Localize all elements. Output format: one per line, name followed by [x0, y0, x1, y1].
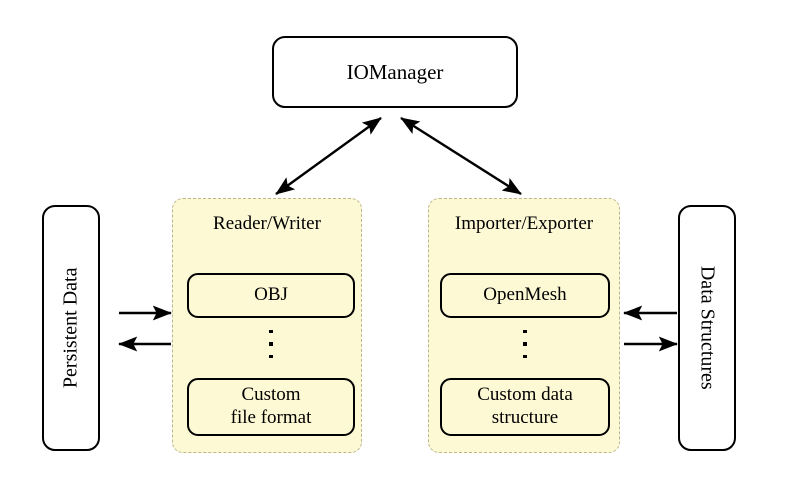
node-data-structures[interactable]: Data Structures [678, 205, 736, 451]
arrow-manager-importer-exporter [400, 116, 522, 196]
plugin-custom-file-format-line1: Custom [241, 384, 301, 406]
plugin-openmesh-label: OpenMesh [483, 284, 567, 306]
plugin-openmesh[interactable]: OpenMesh [440, 273, 610, 318]
node-persistent-data[interactable]: Persistent Data [42, 205, 100, 451]
ellipsis-dot [523, 342, 527, 346]
ellipsis-dot [269, 354, 273, 359]
ellipsis-dot [269, 342, 273, 346]
node-iomanager[interactable]: IOManager [272, 36, 518, 108]
group-importer-exporter-title: Importer/Exporter [454, 213, 594, 234]
arrow-manager-reader-writer [275, 117, 382, 195]
ellipsis-dot [269, 330, 273, 334]
plugin-custom-file-format-label: Custom file format [231, 384, 312, 430]
iomanager-label: IOManager [346, 59, 444, 84]
data-structures-label: Data Structures [696, 266, 719, 390]
plugin-custom-data-structure-line1: Custom data [477, 384, 573, 406]
ellipsis-importer-exporter [515, 330, 535, 359]
persistent-data-label: Persistent Data [59, 267, 82, 389]
plugin-custom-file-format-line2: file format [230, 407, 312, 428]
ellipsis-dot [523, 330, 527, 334]
plugin-obj-label: OBJ [254, 284, 288, 306]
plugin-custom-data-structure[interactable]: Custom data structure [440, 378, 610, 436]
group-reader-writer-title: Reader/Writer [213, 213, 321, 234]
ellipsis-reader-writer [261, 330, 281, 359]
plugin-custom-data-structure-label: Custom data structure [477, 384, 573, 430]
group-importer-exporter[interactable]: Importer/Exporter OpenMesh Custom data s… [428, 198, 620, 453]
group-reader-writer[interactable]: Reader/Writer OBJ Custom file format [172, 198, 362, 453]
plugin-custom-file-format[interactable]: Custom file format [187, 378, 355, 436]
plugin-custom-data-structure-line2: structure [491, 407, 559, 428]
ellipsis-dot [523, 354, 527, 359]
plugin-obj[interactable]: OBJ [187, 273, 355, 318]
